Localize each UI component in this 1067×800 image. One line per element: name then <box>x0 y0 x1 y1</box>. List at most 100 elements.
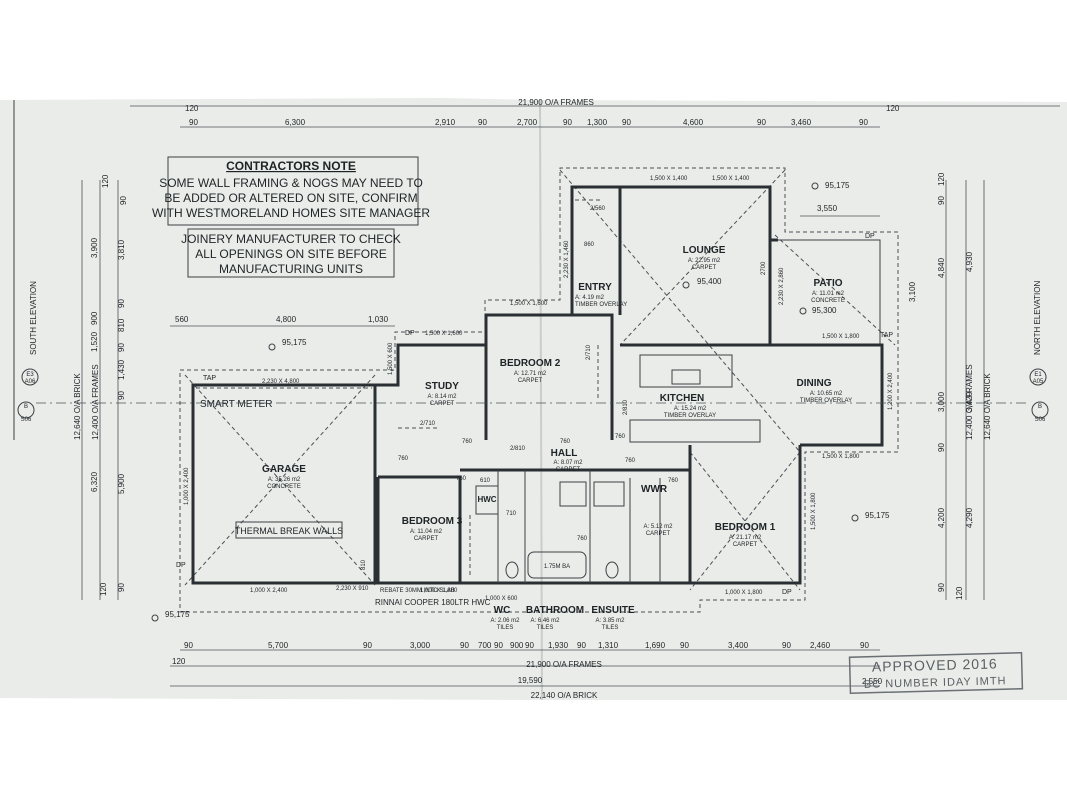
dim-left-brick: 12,640 O/A BRICK <box>73 373 82 440</box>
paper-fold <box>539 99 543 701</box>
room-bathroom: BATHROOM A: 6.46 m2 TILES <box>526 605 584 631</box>
section-marker-icon <box>21 368 39 386</box>
door-label: 760 <box>615 434 626 440</box>
dim-top-seg: 90 <box>563 118 572 127</box>
bedroom2-area: A: 12.71 m2 <box>514 371 547 377</box>
window-label: 1,500 X 600 <box>388 342 394 375</box>
door-label: 810 <box>361 559 367 570</box>
entry-area: A: 4.19 m2 <box>575 295 605 301</box>
room-lounge: LOUNGE A: 22.95 m2 CARPET <box>683 245 726 271</box>
patio-area: A: 11.01 m2 <box>812 291 845 297</box>
level-label: 95,175 <box>865 511 890 520</box>
contractors-note-title: CONTRACTORS NOTE <box>226 159 356 173</box>
study-name: STUDY <box>425 381 459 392</box>
dim-bot-seg: 3,400 <box>728 641 749 650</box>
marker-bot: A05 <box>1033 379 1044 385</box>
marker-e3: E3 A06 <box>21 368 39 386</box>
dim-patio-width: 3,550 <box>817 204 838 213</box>
thermal-break-label: THERMAL BREAK WALLS <box>235 526 343 536</box>
dim-right-frames: 12,400 O/A FRAMES <box>965 364 974 440</box>
bedroom1-area: A: 21.17 m2 <box>729 535 762 541</box>
window-label: 1,500 X 1,800 <box>822 334 860 340</box>
room-bedroom1: BEDROOM 1 A: 21.17 m2 CARPET <box>715 522 776 548</box>
marker-top: B <box>24 404 28 410</box>
dim-top-120b: 120 <box>886 104 900 113</box>
wc-name: WC <box>494 605 511 616</box>
contractors-note-line1: SOME WALL FRAMING & NOGS MAY NEED TO <box>159 176 423 190</box>
bottom-dimensions: 90 5,700 90 3,000 90 700 90 900 90 1,930… <box>170 641 883 700</box>
door-label: 2/810 <box>623 399 629 415</box>
dim-top-seg: 90 <box>478 118 487 127</box>
dim-top-seg: 2,910 <box>435 118 456 127</box>
dim-right-seg: 90 <box>937 443 946 452</box>
study-finish: CARPET <box>430 401 455 407</box>
door-label: 860 <box>584 242 595 248</box>
bedroom3-name: BEDROOM 3 <box>402 516 463 527</box>
ensuite-name: ENSUITE <box>591 605 635 616</box>
dim-bot-seg: 1,930 <box>548 641 569 650</box>
dim-right-seg: 4,200 <box>937 507 946 528</box>
study-area: A: 8.14 m2 <box>427 394 457 400</box>
dim-bot-seg: 2,460 <box>810 641 831 650</box>
dim-left-seg: 90 <box>117 299 126 308</box>
patio-finish: CONCRETE <box>811 298 845 304</box>
misc-labels: SMART METER THERMAL BREAK WALLS RINNAI C… <box>176 233 893 607</box>
door-label: 710 <box>506 511 517 517</box>
contractors-note: CONTRACTORS NOTE SOME WALL FRAMING & NOG… <box>152 156 430 226</box>
room-bedroom3: BEDROOM 3 A: 11.04 m2 CARPET <box>402 516 463 542</box>
kitchen-finish: TIMBER OVERLAY <box>664 413 716 419</box>
dim-top-seg: 90 <box>189 118 198 127</box>
marker-e1: E1 A05 <box>1029 368 1047 386</box>
dining-name: DINING <box>797 378 832 389</box>
window-label: 1,000 X 1,800 <box>420 588 458 594</box>
room-garage: GARAGE A: 35.26 m2 CONCRETE <box>262 464 306 490</box>
dim-left-seg: 6,320 <box>90 471 99 492</box>
dim-left-seg: 3,900 <box>90 237 99 258</box>
shower <box>559 481 587 507</box>
bedroom1-name: BEDROOM 1 <box>715 522 776 533</box>
level-marker-icon <box>851 514 859 522</box>
dim-mid-seg: 4,800 <box>276 315 297 324</box>
kitchen-bench <box>629 419 761 443</box>
room-patio: PATIO A: 11.01 m2 CONCRETE <box>811 278 845 304</box>
window-label: 2,230 X 1,460 <box>564 240 570 278</box>
bedroom3-finish: CARPET <box>414 536 439 542</box>
joinery-note-line1: JOINERY MANUFACTURER TO CHECK <box>181 232 401 246</box>
roof-outline <box>179 167 899 613</box>
hwc-label: HWC <box>477 495 496 504</box>
level-marker-icon <box>682 281 690 289</box>
dining-area: A: 10.65 m2 <box>810 391 843 397</box>
bedroom1-finish: CARPET <box>733 542 758 548</box>
room-wc: WC A: 2.06 m2 TILES <box>490 605 520 631</box>
door-label: 2/560 <box>590 206 606 212</box>
dim-bot-seg: 90 <box>577 641 586 650</box>
marker-bot: S06 <box>1035 417 1046 423</box>
dining-walls <box>620 343 884 447</box>
contractors-note-box <box>167 156 419 226</box>
dim-top-seg: 3,460 <box>791 118 812 127</box>
level-label: 95,300 <box>812 306 837 315</box>
dim-bot-seg: 90 <box>363 641 372 650</box>
door-label: 2/810 <box>510 446 526 452</box>
joinery-note-line2: ALL OPENINGS ON SITE BEFORE <box>195 247 387 261</box>
dim-bot-seg: 90 <box>680 641 689 650</box>
level-label: 95,175 <box>165 610 190 619</box>
dim-top-seg: 4,600 <box>683 118 704 127</box>
dim-left-seg: 90 <box>117 583 126 592</box>
wc-toilet <box>505 561 519 579</box>
dim-bot-seg: 1,690 <box>645 641 666 650</box>
contractors-note-line2: BE ADDED OR ALTERED ON SITE, CONFIRM <box>164 191 417 205</box>
marker-top: E1 <box>1034 372 1042 378</box>
door-label: 760 <box>398 456 409 462</box>
dim-right-seg: 90 <box>937 583 946 592</box>
ensuite-finish: TILES <box>602 625 619 631</box>
door-label: 760 <box>560 439 571 445</box>
window-label: 1,000 X 2,400 <box>250 588 288 594</box>
study-walls <box>375 343 488 440</box>
wwr-finish: CARPET <box>646 531 671 537</box>
thermal-break-box <box>235 521 343 539</box>
room-entry: ENTRY A: 4.19 m2 TIMBER OVERLAY <box>575 282 627 308</box>
left-dimensions: 12,640 O/A BRICK 12,400 O/A FRAMES 120 9… <box>73 174 128 600</box>
hall-area: A: 8.07 m2 <box>553 460 583 466</box>
window-label: 1,200 X 2,400 <box>888 372 894 410</box>
